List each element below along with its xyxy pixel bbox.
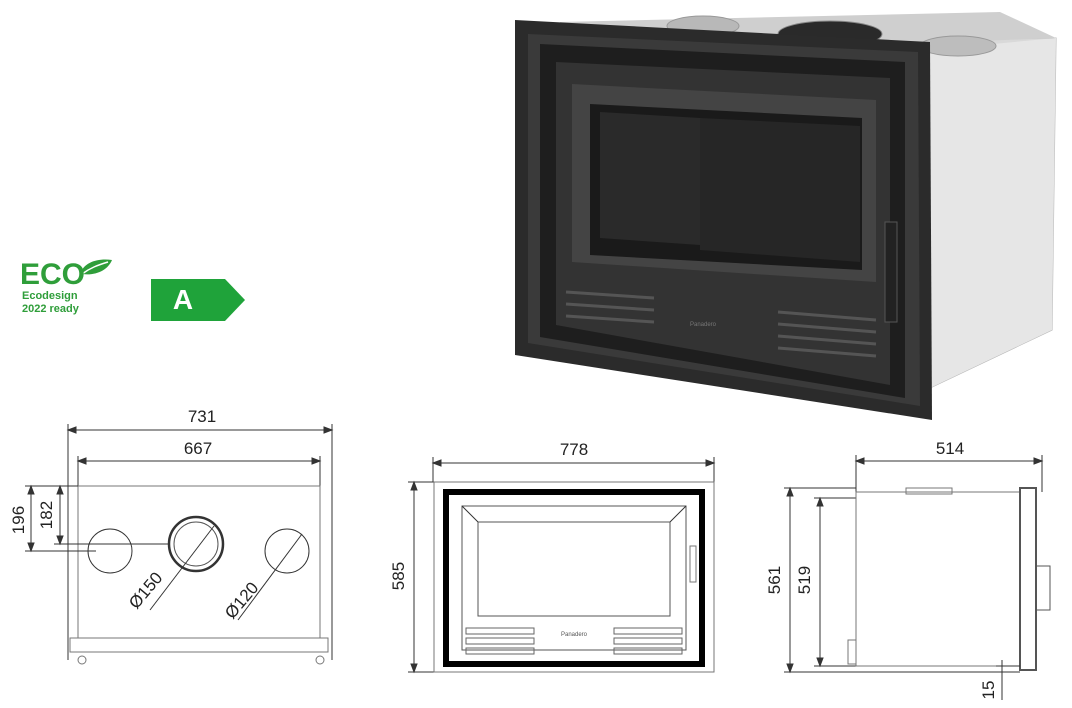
energy-arrow-icon bbox=[151, 279, 245, 321]
fireplace-product-photo: Panadero bbox=[515, 12, 1057, 420]
dim-width-outer: 731 bbox=[188, 407, 216, 426]
dim-side-depth: 514 bbox=[936, 439, 964, 458]
dim-side-height-inner: 519 bbox=[795, 566, 814, 594]
side-view-drawing bbox=[784, 455, 1051, 700]
dim-side-base-offset: 15 bbox=[979, 681, 998, 700]
dim-diameter-side: Ø120 bbox=[221, 578, 262, 622]
ecodesign-year-label: 2022 ready bbox=[22, 303, 79, 315]
dim-width-inner: 667 bbox=[184, 439, 212, 458]
energy-class-badge: A bbox=[151, 279, 245, 321]
dim-depth-total: 196 bbox=[9, 506, 28, 534]
dim-depth-inner: 182 bbox=[37, 501, 56, 529]
dim-diameter-center: Ø150 bbox=[125, 568, 166, 612]
dim-front-height: 585 bbox=[389, 562, 408, 590]
front-view-drawing bbox=[408, 457, 716, 674]
front-brand-label: Panadero bbox=[561, 632, 588, 638]
top-view-drawing bbox=[25, 424, 334, 665]
eco-title: ECO bbox=[20, 258, 86, 291]
energy-class-letter: A bbox=[172, 284, 194, 315]
dim-side-height-outer: 561 bbox=[765, 566, 784, 594]
leaf-icon bbox=[80, 259, 112, 275]
dim-front-width: 778 bbox=[560, 440, 588, 459]
product-brand-label: Panadero bbox=[690, 322, 717, 328]
ecodesign-label: Ecodesign bbox=[22, 290, 78, 302]
ecodesign-badge: ECO Ecodesign 2022 ready bbox=[18, 258, 118, 328]
